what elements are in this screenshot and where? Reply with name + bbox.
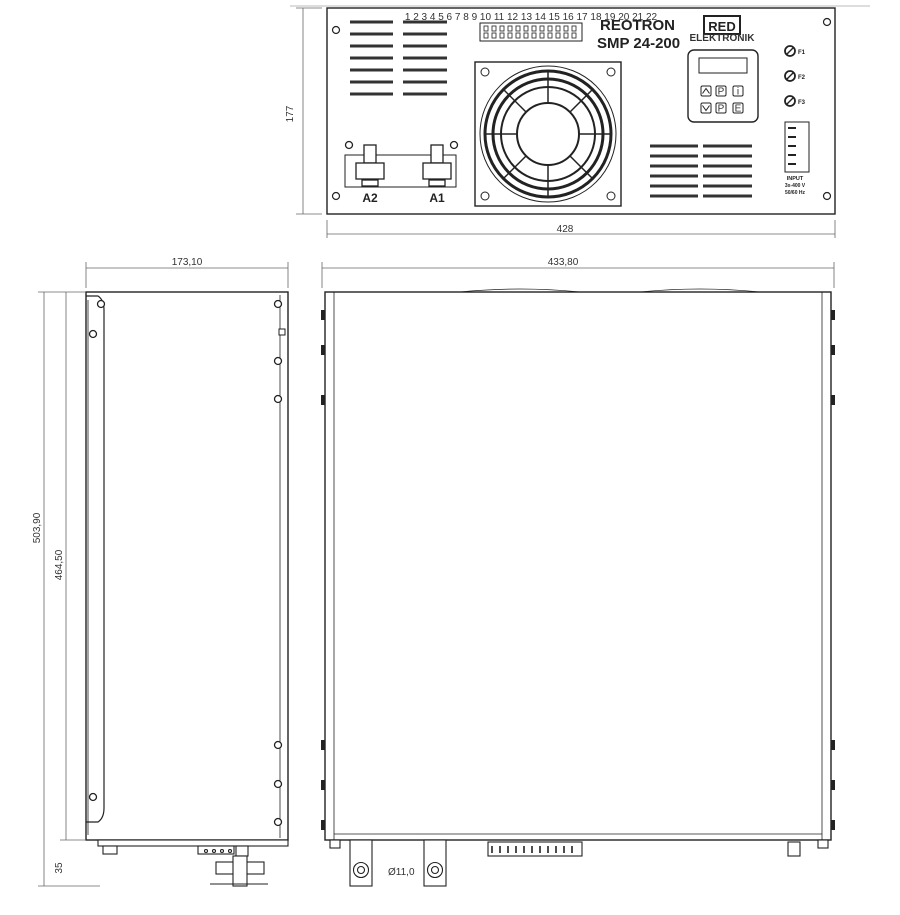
- total-height-label: 503,90: [32, 512, 43, 543]
- input-voltage: 3x-400 V: [785, 183, 806, 189]
- bolt-diameter-label: Ø11,0: [388, 867, 415, 878]
- side-height-dimensions: [38, 291, 100, 887]
- input-frequency: 50/60 Hz: [785, 190, 806, 196]
- front-corner-screws: [331, 17, 832, 201]
- top-width-dimension: [321, 262, 835, 288]
- body-height-label: 464,50: [54, 549, 65, 580]
- front-width-dimension: [326, 220, 836, 238]
- screw-icon: [822, 17, 832, 27]
- red-logo: RED ELEKTRONIK: [690, 15, 756, 44]
- input-terminal-block: INPUT 3x-400 V 50/60 Hz: [784, 121, 810, 196]
- front-width-label: 428: [557, 224, 574, 235]
- front-height-dimension: [296, 7, 322, 215]
- logo-text: RED: [708, 19, 735, 34]
- fuse-label-f2: F2: [798, 75, 806, 81]
- front-view: 1 2 3 4 5 6 7 8 9 10 11 12 13 14 15 16 1…: [285, 5, 870, 238]
- side-bottom-connectors: [97, 839, 289, 887]
- side-depth-dimension: [85, 262, 289, 288]
- control-keypad: P P i E: [687, 49, 759, 123]
- input-label: INPUT: [787, 176, 804, 182]
- screw-icon: [822, 191, 832, 201]
- side-flange: [86, 295, 105, 823]
- front-right-vents: [650, 144, 752, 198]
- output-terminals: A2 A1: [344, 140, 459, 205]
- enter-key-label: E: [735, 104, 742, 115]
- terminal-strip-numbers: 1 2 3 4 5 6 7 8 9 10 11 12 13 14 15 16 1…: [405, 12, 658, 23]
- fuse-label-f1: F1: [798, 50, 806, 56]
- top-outline: [324, 291, 832, 841]
- front-height-label: 177: [285, 105, 296, 122]
- down-key-icon: [700, 102, 712, 114]
- top-width-label: 433,80: [548, 257, 579, 268]
- top-view: Ø11,0 433,80: [321, 257, 835, 887]
- side-outline: [85, 291, 289, 841]
- terminal-label-a1: A1: [429, 191, 445, 205]
- foot-height-label: 35: [54, 862, 65, 874]
- side-screws: [88, 299, 283, 827]
- up-key-icon: [700, 85, 712, 97]
- side-depth-label: 173,10: [172, 257, 203, 268]
- front-left-vents: [350, 20, 447, 96]
- model-name: SMP 24-200: [597, 35, 680, 52]
- info-key-label: i: [737, 87, 739, 98]
- control-terminal-strip: 1 2 3 4 5 6 7 8 9 10 11 12 13 14 15 16 1…: [405, 12, 658, 42]
- top-edge-studs: [321, 310, 835, 830]
- screw-icon: [331, 25, 341, 35]
- p-key-label: P: [718, 87, 725, 98]
- side-view: 173,10 503,90 464,50 35: [32, 257, 289, 887]
- brand-name: REOTRON: [600, 17, 675, 34]
- fuse-holders: F1 F2 F3: [784, 45, 806, 107]
- logo-subtext: ELEKTRONIK: [690, 33, 756, 44]
- terminal-label-a2: A2: [362, 191, 378, 205]
- fuse-label-f3: F3: [798, 100, 806, 106]
- screw-icon: [331, 191, 341, 201]
- top-bottom-details: [329, 839, 829, 887]
- cooling-fan: [474, 61, 622, 207]
- p-key-label-2: P: [718, 104, 725, 115]
- top-bottom-terminal-pins: [491, 846, 573, 853]
